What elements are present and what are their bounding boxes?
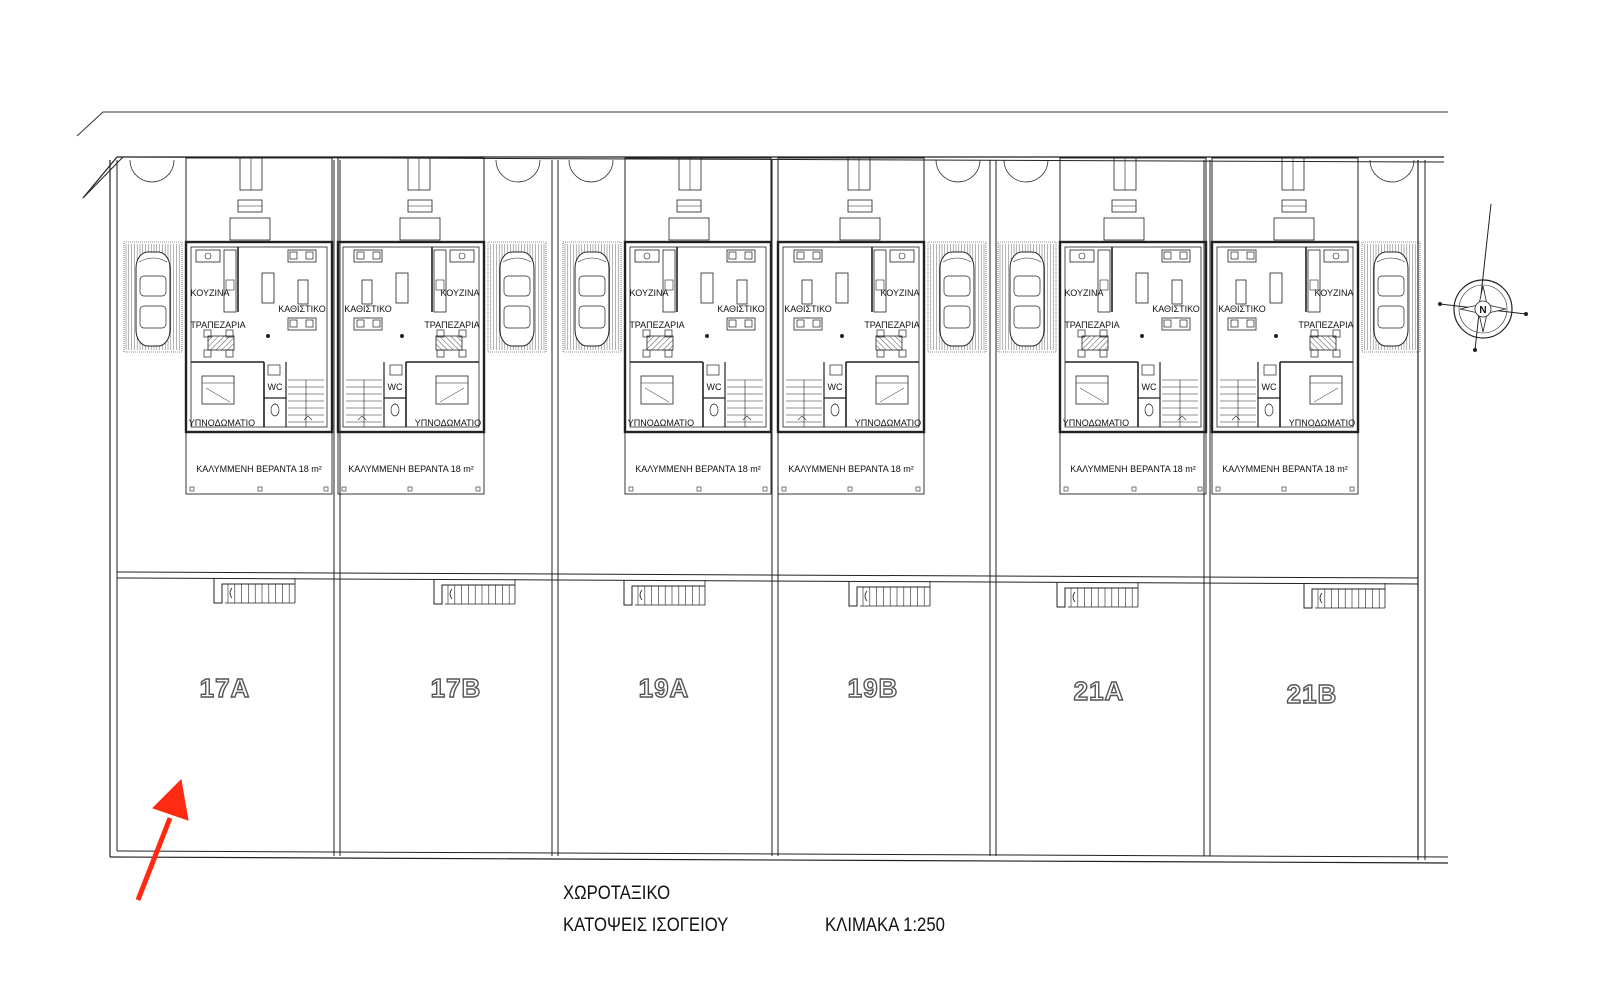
house-plan-17b: ΚΟΥΖΙΝΑ ΚΑΘΙΣΤΙΚΟ ΤΡΑΠΕΖΑΡΙΑ ΥΠΝΟΔΩΜΑΤΙΟ WC Κ… (336, 157, 547, 495)
unit-label-17a: 17A (200, 673, 251, 703)
scale-label: ΚΛΙΜΑΚΑ 1:250 (825, 915, 945, 936)
room-label-kitchen: ΚΟΥΖΙΝΑ (1315, 288, 1354, 298)
garden-steps (848, 581, 931, 607)
room-label-living: ΚΑΘΙΣΤΙΚΟ (278, 304, 326, 314)
room-label-veranda: ΚΑΛΥΜΜΕΝΗ ΒΕΡΑΝΤΑ 18 m² (348, 464, 474, 474)
room-label-veranda: ΚΑΛΥΜΜΕΝΗ ΒΕΡΑΝΤΑ 18 m² (196, 464, 322, 474)
garden-steps (1056, 582, 1139, 608)
room-label-wc: WC (707, 382, 722, 392)
room-label-dining: ΤΡΑΠΕΖΑΡΙΑ (424, 320, 479, 330)
room-label-kitchen: ΚΟΥΖΙΝΑ (881, 288, 920, 298)
room-label-dining: ΤΡΑΠΕΖΑΡΙΑ (190, 320, 245, 330)
car-icon (1009, 251, 1045, 347)
unit-labels: 17A 17B 19A 19B 21A 21B (199, 672, 1338, 709)
garden-steps (623, 580, 706, 606)
car-icon (574, 251, 610, 347)
room-label-bedroom: ΥΠΝΟΔΩΜΑΤΙΟ (855, 418, 921, 428)
room-label-dining: ΤΡΑΠΕΖΑΡΙΑ (1064, 320, 1119, 330)
site-south-boundary (109, 856, 1449, 864)
parking-bay (487, 241, 547, 353)
house-plan-21a: ΚΟΥΖΙΝΑ ΚΑΘΙΣΤΙΚΟ ΤΡΑΠΕΖΑΡΙΑ ΥΠΝΟΔΩΜΑΤΙΟ WC Κ… (997, 157, 1208, 495)
room-label-wc: WC (1262, 382, 1277, 392)
room-label-living: ΚΑΘΙΣΤΙΚΟ (784, 304, 832, 314)
room-label-bedroom: ΥΠΝΟΔΩΜΑΤΙΟ (415, 418, 481, 428)
room-label-veranda: ΚΑΛΥΜΜΕΝΗ ΒΕΡΑΝΤΑ 18 m² (1222, 464, 1348, 474)
title-line-1: ΧΩΡΟΤΑΞΙΚΟ (563, 883, 671, 904)
parking-bay (927, 241, 987, 353)
room-label-bedroom: ΥΠΝΟΔΩΜΑΤΙΟ (628, 418, 694, 428)
room-label-dining: ΤΡΑΠΕΖΑΡΙΑ (864, 320, 919, 330)
room-label-kitchen: ΚΟΥΖΙΝΑ (441, 288, 480, 298)
unit-label-19a: 19A (639, 673, 690, 703)
unit-label-17b: 17B (431, 673, 482, 703)
room-label-wc: WC (828, 382, 843, 392)
room-label-living: ΚΑΘΙΣΤΙΚΟ (717, 304, 765, 314)
site-boundaries (76, 111, 1449, 864)
garden-steps (1303, 583, 1386, 609)
garden-steps (213, 578, 296, 604)
room-label-bedroom: ΥΠΝΟΔΩΜΑΤΙΟ (1289, 418, 1355, 428)
room-label-kitchen: ΚΟΥΖΙΝΑ (1065, 288, 1104, 298)
house-plans: ΚΟΥΖΙΝΑ ΚΑΘΙΣΤΙΚΟ ΤΡΑΠΕΖΑΡΙΑ ΥΠΝΟΔΩΜΑΤΙΟ WC Κ… (123, 157, 1421, 495)
garden-steps (433, 579, 516, 605)
garden-wall-inner (116, 577, 1419, 585)
parking-bay (997, 241, 1057, 353)
room-label-living: ΚΑΘΙΣΤΙΚΟ (344, 304, 392, 314)
north-label: N (1479, 305, 1486, 316)
parking-bay (562, 241, 622, 353)
room-label-veranda: ΚΑΛΥΜΜΕΝΗ ΒΕΡΑΝΤΑ 18 m² (1070, 464, 1196, 474)
room-label-dining: ΤΡΑΠΕΖΑΡΙΑ (1298, 320, 1353, 330)
parking-bay (1361, 241, 1421, 353)
room-label-wc: WC (388, 382, 403, 392)
unit-label-19b: 19B (848, 673, 899, 703)
room-label-wc: WC (1142, 382, 1157, 392)
room-label-living: ΚΑΘΙΣΤΙΚΟ (1152, 304, 1200, 314)
car-icon (939, 251, 975, 347)
car-icon (1373, 251, 1409, 347)
room-label-wc: WC (268, 382, 283, 392)
house-plan-19b: ΚΟΥΖΙΝΑ ΚΑΘΙΣΤΙΚΟ ΤΡΑΠΕΖΑΡΙΑ ΥΠΝΟΔΩΜΑΤΙΟ WC Κ… (776, 157, 987, 495)
room-label-veranda: ΚΑΛΥΜΜΕΝΗ ΒΕΡΑΝΤΑ 18 m² (635, 464, 761, 474)
room-label-bedroom: ΥΠΝΟΔΩΜΑΤΙΟ (189, 418, 255, 428)
room-label-bedroom: ΥΠΝΟΔΩΜΑΤΙΟ (1063, 418, 1129, 428)
house-plan-19a: ΚΟΥΖΙΝΑ ΚΑΘΙΣΤΙΚΟ ΤΡΑΠΕΖΑΡΙΑ ΥΠΝΟΔΩΜΑΤΙΟ WC Κ… (562, 157, 773, 495)
site-south-boundary-inner (116, 850, 1449, 858)
north-arrow-icon: N (1438, 203, 1528, 352)
lot-divisions (116, 160, 1419, 856)
room-label-veranda: ΚΑΛΥΜΜΕΝΗ ΒΕΡΑΝΤΑ 18 m² (788, 464, 914, 474)
title-line-2: ΚΑΤΟΨΕΙΣ ΙΣΟΓΕΙΟΥ (563, 915, 729, 936)
parking-bay (123, 241, 183, 353)
garden-wall (116, 571, 1419, 579)
car-icon (499, 251, 535, 347)
unit-label-21a: 21A (1074, 676, 1125, 706)
red-arrow-icon (135, 778, 189, 901)
house-plan-17a: ΚΟΥΖΙΝΑ ΚΑΘΙΣΤΙΚΟ ΤΡΑΠΕΖΑΡΙΑ ΥΠΝΟΔΩΜΑΤΙΟ WC Κ… (123, 157, 334, 495)
car-icon (135, 251, 171, 347)
site-north-boundary (82, 156, 1444, 199)
room-label-kitchen: ΚΟΥΖΙΝΑ (630, 288, 669, 298)
room-label-kitchen: ΚΟΥΖΙΝΑ (191, 288, 230, 298)
house-plan-21b: ΚΟΥΖΙΝΑ ΚΑΘΙΣΤΙΚΟ ΤΡΑΠΕΖΑΡΙΑ ΥΠΝΟΔΩΜΑΤΙΟ WC Κ… (1210, 157, 1421, 495)
room-label-living: ΚΑΘΙΣΤΙΚΟ (1218, 304, 1266, 314)
unit-label-21b: 21B (1287, 679, 1338, 709)
room-label-dining: ΤΡΑΠΕΖΑΡΙΑ (629, 320, 684, 330)
road-edge (76, 111, 1448, 137)
